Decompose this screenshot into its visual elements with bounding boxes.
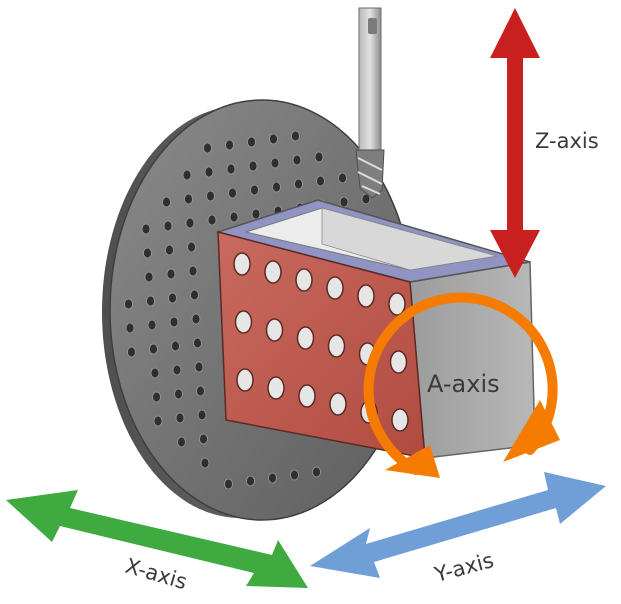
z-axis-arrow xyxy=(490,8,540,278)
faceplate-hole xyxy=(338,172,347,184)
fixture-hole xyxy=(296,326,315,350)
fixture-hole xyxy=(265,318,284,342)
faceplate-hole xyxy=(149,343,158,355)
fixture-hole xyxy=(327,334,346,358)
faceplate-hole xyxy=(185,217,195,229)
fixture-hole xyxy=(388,292,406,316)
faceplate-hole xyxy=(150,367,160,379)
faceplate-hole xyxy=(250,184,259,196)
faceplate-hole xyxy=(152,391,161,403)
faceplate-hole xyxy=(361,193,371,205)
faceplate-hole xyxy=(168,292,177,304)
faceplate-hole xyxy=(177,436,186,448)
fixture-hole xyxy=(298,384,316,408)
faceplate-hole xyxy=(290,469,299,481)
a-axis-arrowhead-right xyxy=(503,400,560,462)
fixture-hole xyxy=(326,276,344,300)
fixture-hole xyxy=(233,252,251,276)
faceplate-hole xyxy=(153,415,163,427)
faceplate-hole xyxy=(190,289,199,301)
faceplate-hole xyxy=(193,337,202,349)
faceplate-hole xyxy=(226,163,236,175)
fixture-hole xyxy=(236,368,254,392)
faceplate-hole xyxy=(141,223,151,235)
faceplate-hole xyxy=(225,139,234,151)
fixture-hole xyxy=(234,310,253,334)
fixture-hole xyxy=(357,284,375,308)
faceplate-hole xyxy=(184,193,193,205)
faceplate-hole xyxy=(224,478,233,490)
y-axis-arrow xyxy=(310,472,606,578)
faceplate-hole xyxy=(247,136,256,148)
faceplate-holes xyxy=(124,130,371,490)
faceplate-hole xyxy=(229,211,239,223)
faceplate-hole xyxy=(204,166,214,178)
faceplate-hole xyxy=(272,181,281,193)
faceplate-hole xyxy=(165,244,174,256)
faceplate-hole xyxy=(163,220,173,232)
faceplate-hole xyxy=(127,346,136,358)
faceplate-hole xyxy=(125,322,135,334)
faceplate-hole xyxy=(268,472,277,484)
fixture-hole xyxy=(391,408,409,432)
z-axis-label: Z-axis xyxy=(535,129,599,153)
faceplate-hole xyxy=(197,409,207,421)
a-axis-arrow xyxy=(363,292,558,475)
fixture-hole xyxy=(329,392,347,416)
faceplate-hole xyxy=(251,208,261,220)
faceplate-hole xyxy=(143,247,152,259)
faceplate-hole xyxy=(200,457,210,469)
faceplate-hole xyxy=(246,475,255,487)
faceplate-hole xyxy=(207,214,217,226)
faceplate-hole xyxy=(270,157,280,169)
faceplate-hole xyxy=(199,433,208,445)
faceplate-hole xyxy=(203,142,212,154)
fixture-hole xyxy=(295,268,313,292)
faceplate-hole xyxy=(144,271,154,283)
x-axis-label: X-axis xyxy=(123,554,190,594)
fixture-hole xyxy=(264,260,282,284)
a-axis-label: A-axis xyxy=(427,370,500,398)
a-axis-arrowhead-left xyxy=(385,445,440,478)
faceplate-hole xyxy=(316,175,325,187)
faceplate-hole xyxy=(174,388,183,400)
faceplate-hole xyxy=(175,412,185,424)
faceplate-hole xyxy=(162,196,171,208)
faceplate-hole xyxy=(269,133,278,145)
faceplate-hole xyxy=(291,130,300,142)
faceplate-hole xyxy=(188,265,198,277)
faceplate-hole xyxy=(182,169,192,181)
faceplate-hole xyxy=(314,151,324,163)
end-mill-tool xyxy=(355,7,385,199)
faceplate-hole xyxy=(171,340,180,352)
faceplate-hole xyxy=(169,316,179,328)
faceplate-hole xyxy=(187,241,196,253)
faceplate-hole xyxy=(172,364,182,376)
faceplate-hole xyxy=(248,160,258,172)
faceplate-hole xyxy=(166,268,176,280)
y-axis-label: Y-axis xyxy=(431,548,496,587)
x-axis-arrow xyxy=(6,490,308,588)
faceplate-hole xyxy=(206,190,215,202)
faceplate-hole xyxy=(146,295,155,307)
faceplate-hole xyxy=(228,187,237,199)
faceplate-hole xyxy=(124,298,133,310)
faceplate-hole xyxy=(312,466,321,478)
fixture-hole xyxy=(389,350,408,374)
faceplate-hole xyxy=(292,154,302,166)
fixture-hole xyxy=(267,376,285,400)
faceplate-hole xyxy=(147,319,157,331)
faceplate-hole xyxy=(294,178,303,190)
faceplate-hole xyxy=(339,196,349,208)
faceplate-hole xyxy=(196,385,205,397)
faceplate-hole xyxy=(194,361,204,373)
faceplate-hole xyxy=(191,313,201,325)
